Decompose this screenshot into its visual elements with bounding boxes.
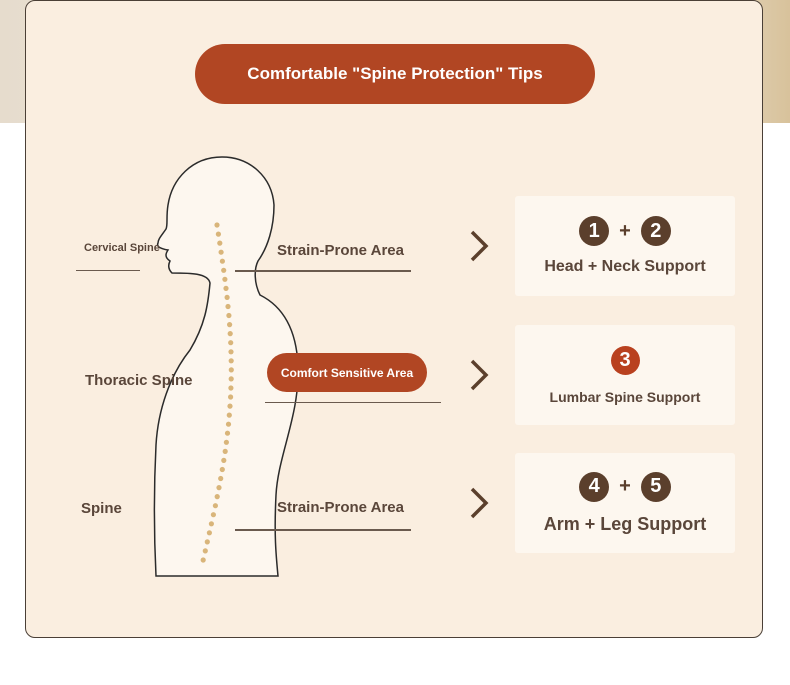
spine-dot [227,331,233,337]
spine-dot [217,240,223,246]
strain-prone-label-top: Strain-Prone Area [277,242,404,259]
support-label: Arm + Leg Support [543,513,707,534]
page-title: Comfortable "Spine Protection" Tips [195,44,595,104]
spine-label: Spine [81,500,122,517]
spine-dot [228,340,234,346]
spine-dot [221,457,227,463]
number-badge: 3 [610,345,640,375]
spine-dot [226,312,232,319]
support-label: Lumbar Spine Support [549,388,701,405]
spine-dot [228,385,234,391]
support-box-arm-leg: 4 + 5 Arm + Leg Support [515,453,735,553]
plus-icon: + [619,219,631,242]
support-label: Head + Neck Support [544,258,706,275]
spine-dot [227,322,233,328]
spine-dot [224,294,230,300]
spine-dot [208,521,214,527]
spine-dot [221,267,227,273]
number-badge: 4 [579,471,610,502]
number-badge: 5 [640,471,671,502]
spine-dot [210,512,216,518]
support-box-head-neck: 1 + 2 Head + Neck Support [515,196,735,296]
spine-dot [212,503,218,509]
comfort-sensitive-badge: Comfort Sensitive Area [267,353,427,392]
strain-divider-bottom [235,529,411,531]
spine-dot [227,403,233,409]
number-badge: 1 [579,216,610,246]
strain-prone-label-bottom: Strain-Prone Area [277,499,404,516]
spine-dot [223,285,229,291]
spine-dot [222,448,228,454]
support-box-lumbar: 3 Lumbar Spine Support [515,325,735,425]
spine-dot [225,421,232,427]
spine-dot [218,475,224,482]
spine-dot [202,548,208,554]
spine-dot [214,222,220,228]
spine-dot [215,231,221,237]
spine-dot [214,494,220,500]
number-badge: 2 [640,216,671,246]
spine-dot [228,349,234,355]
chevron-right-icon [470,487,489,519]
body-silhouette [153,156,299,577]
spine-dot [225,303,231,310]
spine-dot [228,358,234,364]
strain-divider-top [235,270,411,272]
cervical-spine-label: Cervical Spine [84,242,160,254]
spine-dot [219,466,225,473]
spine-dot [228,367,234,373]
spine-dot [216,485,222,491]
spine-dot [204,539,210,545]
spine-dot [206,530,212,536]
cervical-divider [76,270,140,271]
chevron-right-icon [470,230,489,262]
spine-dots [200,222,234,563]
spine-dot [218,249,224,255]
spine-dot [228,376,234,382]
spine-dot [223,439,229,445]
spine-dot [200,557,206,563]
comfort-divider [265,402,441,403]
plus-icon: + [619,475,631,497]
spine-dot [222,276,228,282]
chevron-right-icon [470,359,489,391]
spine-dot [224,430,231,436]
spine-dot [228,394,234,400]
spine-dot [219,258,225,264]
thoracic-spine-label: Thoracic Spine [85,372,193,389]
spine-dot [226,412,232,418]
